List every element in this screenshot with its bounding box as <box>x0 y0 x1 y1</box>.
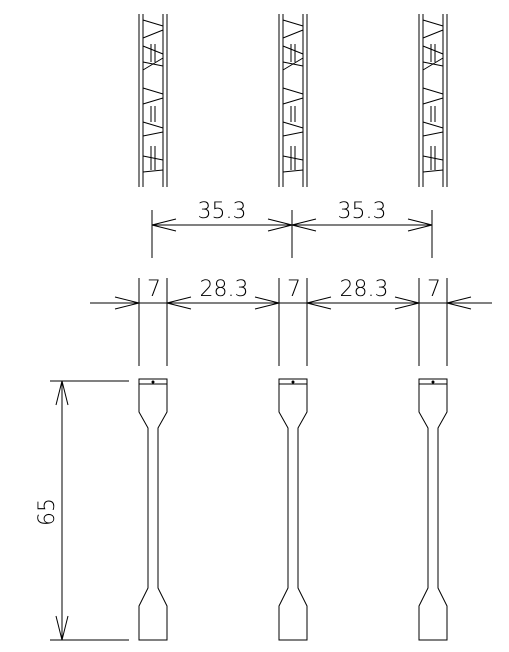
center-spacing-label-right: 35.3 <box>338 199 387 224</box>
gap-label-left: 28.3 <box>200 277 249 302</box>
bar-width-label-middle: 7 <box>287 277 301 302</box>
center-spacing-label-left: 35.3 <box>198 199 247 224</box>
specimen-right <box>418 378 448 641</box>
rebar-middle <box>278 14 308 187</box>
center-spacing-dimension <box>151 210 433 258</box>
specimen-left <box>138 378 168 641</box>
specimen-length-label: 65 <box>35 498 60 526</box>
rebar-right <box>418 14 448 187</box>
bar-gap-dimension <box>90 278 492 366</box>
specimen-length-dimension <box>50 380 129 641</box>
bar-width-label-left: 7 <box>147 277 161 302</box>
rebar-left <box>138 14 168 187</box>
specimen-middle <box>278 378 308 641</box>
gap-label-right: 28.3 <box>340 277 389 302</box>
bar-width-label-right: 7 <box>427 277 441 302</box>
